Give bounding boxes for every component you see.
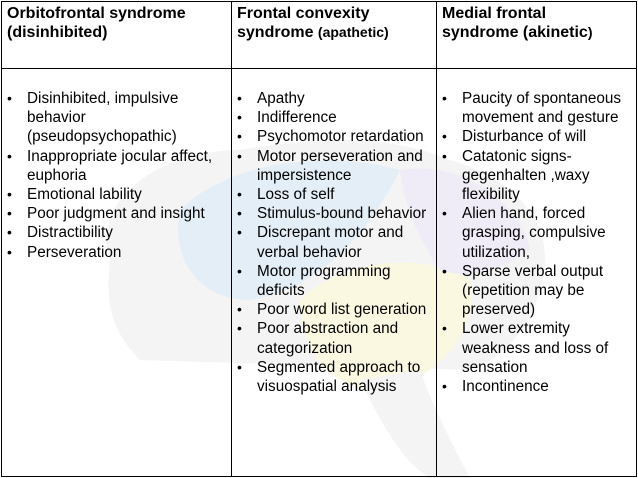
list-item: Stimulus-bound behavior [236, 204, 434, 223]
header-title: Medial frontal syndrome (akinetic) [437, 2, 636, 42]
list-item: Loss of self [236, 185, 434, 204]
list-item: Incontinence [441, 377, 634, 396]
list-item: Motor programming deficits [236, 262, 434, 300]
header-orbitofrontal: Orbitofrontal syndrome (disinhibited) [1, 1, 232, 69]
list-item: Sparse verbal output (repetition may be … [441, 262, 634, 320]
medial-frontal-symptom-list: Paucity of spontaneous movement and gest… [437, 69, 636, 396]
medial-frontal-symptoms-cell: Paucity of spontaneous movement and gest… [436, 68, 637, 477]
body-row: Disinhibited, impulsive behavior (pseudo… [1, 68, 637, 477]
header-title: Frontal convexity syndrome (apathetic) [232, 2, 436, 42]
header-row: Orbitofrontal syndrome (disinhibited) Fr… [1, 1, 637, 69]
list-item: Inappropriate jocular affect, euphoria [6, 147, 229, 185]
header-line2-suffix: (apathetic) [317, 24, 389, 40]
list-item: Segmented approach to visuospatial analy… [236, 358, 434, 396]
list-item: Disinhibited, impulsive behavior (pseudo… [6, 89, 229, 147]
list-item: Psychomotor retardation [236, 127, 434, 146]
frontal-convexity-symptom-list: Apathy Indifference Psychomotor retardat… [232, 69, 436, 396]
header-line1: Orbitofrontal syndrome [7, 5, 186, 22]
list-item: Catatonic signs-gegenhalten ,waxy flexib… [441, 147, 634, 205]
header-line1: Frontal convexity [237, 5, 370, 22]
header-line1: Medial frontal [442, 5, 547, 22]
list-item: Alien hand, forced grasping, compulsive … [441, 204, 634, 262]
list-item: Perseveration [6, 243, 229, 262]
list-item: Discrepant motor and verbal behavior [236, 223, 434, 261]
header-medial-frontal: Medial frontal syndrome (akinetic) [436, 1, 637, 69]
list-item: Indifference [236, 108, 434, 127]
list-item: Disturbance of will [441, 127, 634, 146]
header-line2-suffix: ) [587, 24, 593, 40]
list-item: Emotional lability [6, 185, 229, 204]
list-item: Motor perseveration and impersistence [236, 147, 434, 185]
header-line2: syndrome (akinetic [442, 24, 588, 41]
header-line2: syndrome [237, 24, 318, 41]
list-item: Apathy [236, 89, 434, 108]
list-item: Lower extremity weakness and loss of sen… [441, 319, 634, 377]
orbitofrontal-symptoms-cell: Disinhibited, impulsive behavior (pseudo… [1, 68, 232, 477]
list-item: Distractibility [6, 223, 229, 242]
header-line2: (disinhibited) [7, 24, 108, 41]
list-item: Poor judgment and insight [6, 204, 229, 223]
list-item: Paucity of spontaneous movement and gest… [441, 89, 634, 127]
orbitofrontal-symptom-list: Disinhibited, impulsive behavior (pseudo… [2, 69, 231, 262]
list-item: Poor word list generation [236, 300, 434, 319]
frontal-convexity-symptoms-cell: Apathy Indifference Psychomotor retardat… [231, 68, 437, 477]
header-frontal-convexity: Frontal convexity syndrome (apathetic) [231, 1, 437, 69]
list-item: Poor abstraction and categorization [236, 319, 434, 357]
header-title: Orbitofrontal syndrome (disinhibited) [2, 2, 231, 42]
